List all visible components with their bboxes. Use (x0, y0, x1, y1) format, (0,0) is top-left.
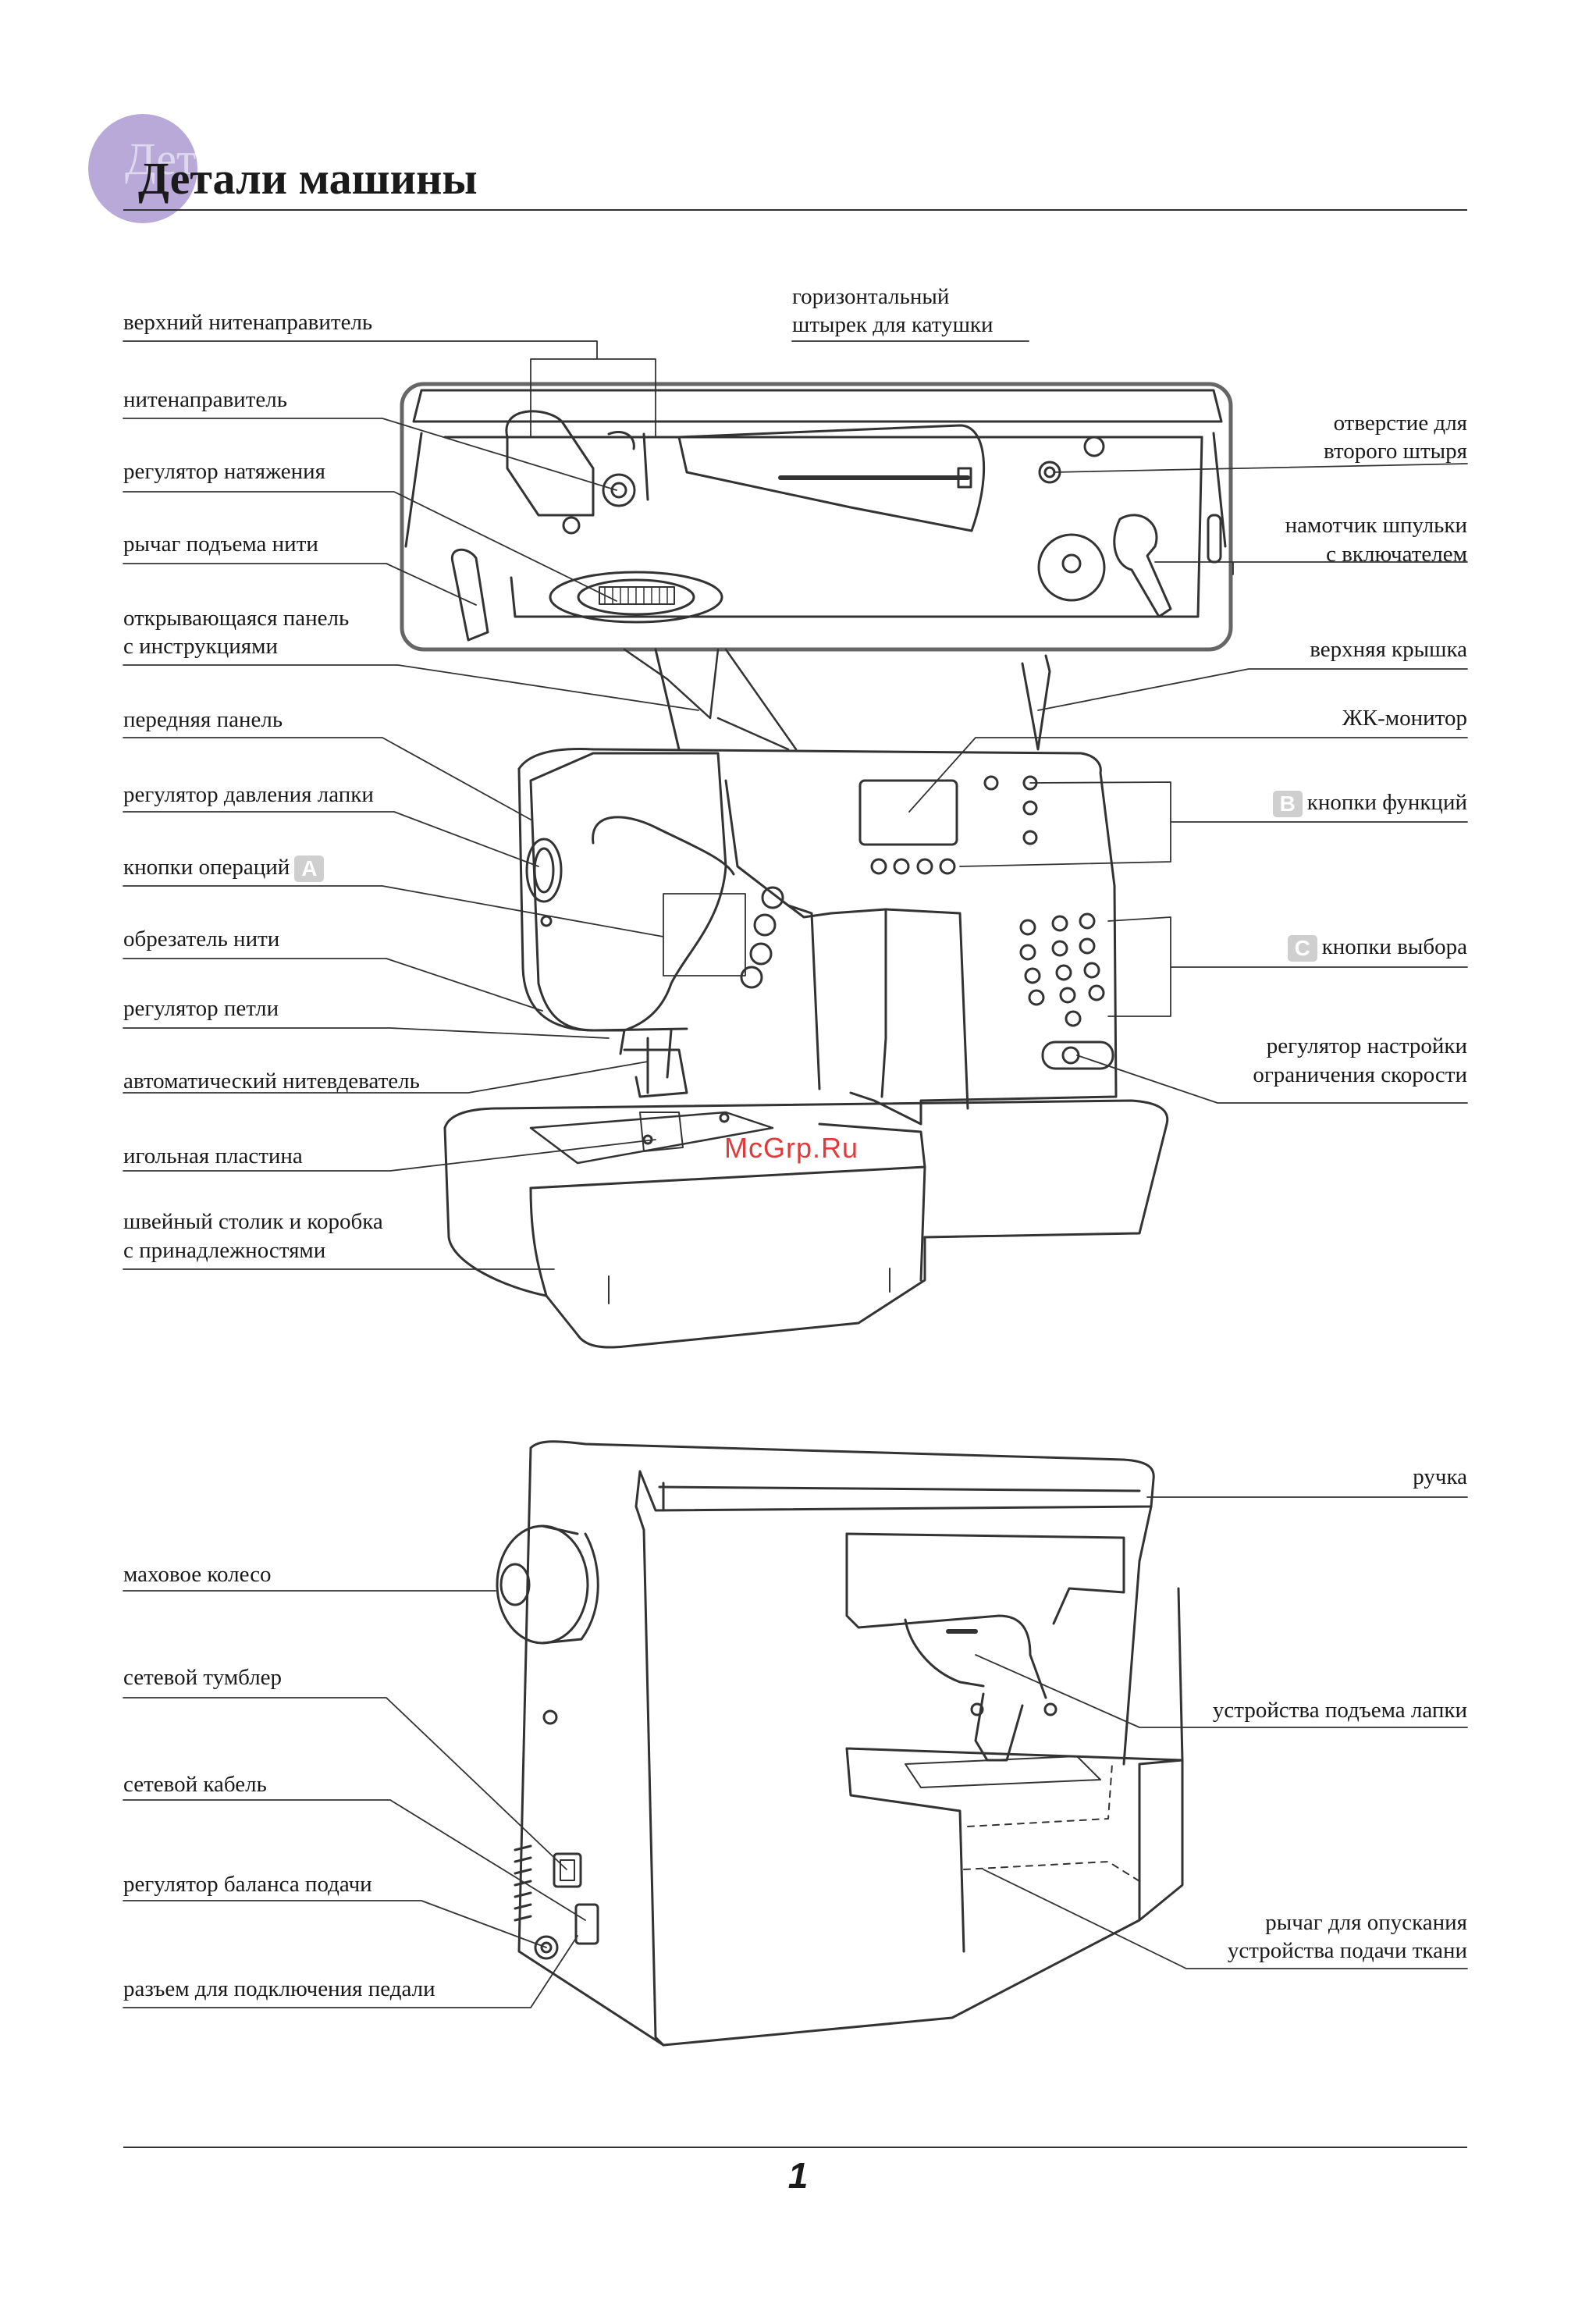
label-pedal-jack: разъем для подключения педали (123, 1976, 435, 2001)
label-top-cover: верхняя крышка (1310, 637, 1467, 662)
label-tension-dial: регулятор натяжения (123, 459, 326, 484)
label-instruction-panel-line-1: открывающаяся панель (123, 606, 350, 631)
label-function-buttons-text: кнопки функций (1306, 790, 1467, 815)
label-lcd-monitor: ЖК-монитор (1342, 706, 1467, 731)
label-operation-buttons-text: кнопки операций (123, 855, 290, 880)
label-power-cord: сетевой кабель (123, 1772, 267, 1797)
top-view-inset (400, 382, 1233, 652)
footer-rule (123, 2147, 1467, 2148)
header-circle-decoration (88, 114, 197, 223)
label-drop-feed-line-1: рычаг для опускания (1265, 1910, 1467, 1935)
label-second-pin-hole-line-2: второго штыря (1323, 439, 1467, 464)
badge-b: B (1272, 791, 1303, 818)
label-speed-limit-line-2: ограничения скорости (1253, 1062, 1467, 1087)
badge-a: A (294, 855, 325, 883)
label-horizontal-spool-pin-line-1: горизонтальный (792, 284, 950, 309)
label-auto-threader: автоматический нитевдеватель (123, 1069, 420, 1094)
label-drop-feed-line-2: устройства подачи ткани (1227, 1938, 1467, 1963)
ghost-title: Детали машины (125, 133, 438, 184)
label-second-pin-hole-line-1: отверстие для (1333, 411, 1467, 436)
label-buttonhole-lever: регулятор петли (123, 996, 279, 1021)
label-top-thread-guide: верхний нитенаправитель (123, 310, 373, 335)
leader-lines (123, 340, 1468, 2008)
label-horizontal-spool-pin-line-2: штырек для катушки (792, 312, 994, 337)
label-front-panel: передняя панель (123, 707, 283, 732)
label-feed-balance: регулятор баланса подачи (123, 1872, 372, 1897)
watermark: McGrp.Ru (724, 1132, 859, 1164)
label-needle-plate: игольная пластина (123, 1144, 303, 1169)
label-speed-limit-line-1: регулятор настройки (1266, 1033, 1467, 1058)
page-title: Детали машины (138, 153, 478, 204)
label-thread-guide: нитенаправитель (123, 387, 287, 412)
label-take-up-lever: рычаг подъема нити (123, 532, 318, 557)
label-extension-table-line-2: с принадлежностями (123, 1238, 326, 1263)
label-bobbin-winder-line-2: с включателем (1326, 542, 1467, 567)
page-number: 1 (787, 2155, 809, 2196)
label-presser-lifter: устройства подъема лапки (1212, 1698, 1467, 1723)
label-thread-cutter: обрезатель нити (123, 927, 280, 952)
label-power-switch: сетевой тумблер (123, 1665, 283, 1690)
label-selection-buttons-text: кнопки выбора (1321, 934, 1467, 959)
label-bobbin-winder-line-1: намотчик шпульки (1285, 513, 1467, 538)
label-handle: ручка (1413, 1464, 1467, 1489)
badge-c: C (1287, 935, 1317, 962)
label-handwheel: маховое колесо (123, 1562, 272, 1587)
label-extension-table-line-1: швейный столик и коробка (123, 1209, 383, 1234)
back-view-machine (496, 1440, 1184, 2047)
label-instruction-panel-line-2: с инструкциями (123, 634, 279, 659)
label-presser-pressure: регулятор давления лапки (123, 782, 374, 807)
header-rule (123, 209, 1467, 211)
front-view-machine (443, 648, 1169, 1349)
